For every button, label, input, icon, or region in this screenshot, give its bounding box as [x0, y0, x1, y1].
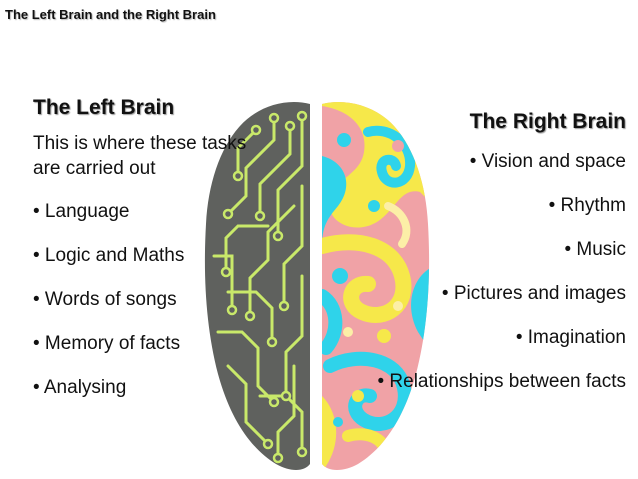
brain-illustration	[204, 102, 430, 471]
left-hemisphere	[204, 102, 310, 471]
left-brain-intro: This is where these tasks are carried ou…	[33, 133, 247, 179]
left-brain-item: • Logic and Maths	[33, 245, 185, 266]
left-brain-section: The Left Brain This is where these tasks…	[33, 96, 273, 410]
right-brain-heading: The Right Brain	[469, 110, 626, 133]
left-brain-item: • Words of songs	[33, 289, 177, 310]
right-brain-item: • Pictures and images	[441, 283, 626, 304]
left-brain-heading: The Left Brain	[33, 96, 175, 119]
left-brain-item: • Memory of facts	[33, 333, 181, 354]
left-brain-item: • Analysing	[33, 377, 127, 398]
right-brain-item: • Music	[564, 239, 626, 260]
right-brain-item: • Relationships between facts	[377, 371, 626, 392]
right-brain-item: • Imagination	[515, 327, 626, 348]
right-brain-item: • Rhythm	[548, 195, 626, 216]
left-brain-item: • Language	[33, 201, 130, 222]
right-brain-item: • Vision and space	[469, 151, 626, 172]
right-brain-section: The Right Brain • Vision and space • Rhy…	[366, 110, 626, 415]
circuit-pattern	[212, 114, 304, 460]
slide-title: The Left Brain and the Right Brain	[5, 7, 216, 22]
